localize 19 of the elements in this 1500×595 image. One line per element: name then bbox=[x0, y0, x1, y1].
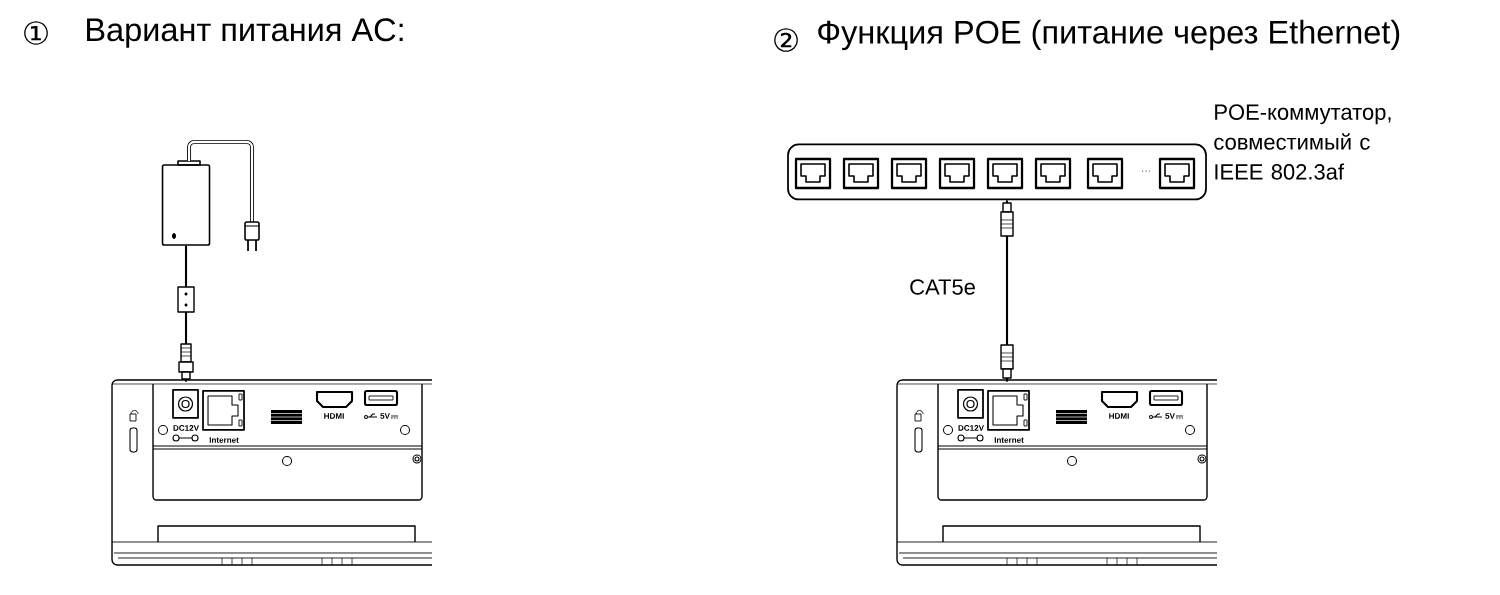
port-label: DC12V bbox=[173, 425, 199, 431]
circled-number: ② bbox=[774, 28, 798, 52]
power-adapter-drawing bbox=[161, 139, 260, 252]
display-device-drawing bbox=[111, 379, 433, 566]
port-label: HDMI bbox=[1109, 413, 1129, 419]
heading: Функция POE (питание через Ethernet) bbox=[818, 19, 1400, 51]
node-label: POE-коммутатор, совместимый с IEEE 802.3af bbox=[1214, 104, 1391, 180]
port-label: 5V bbox=[380, 413, 390, 419]
ellipsis: ... bbox=[1142, 170, 1150, 172]
port-label: Internet bbox=[209, 437, 239, 443]
heading: Вариант питания AC: bbox=[87, 18, 403, 48]
port-label: Internet bbox=[994, 437, 1024, 443]
port-label: 5V bbox=[1165, 413, 1175, 419]
port-label: HDMI bbox=[324, 413, 344, 419]
circled-number: ① bbox=[24, 21, 48, 45]
cable bbox=[1005, 200, 1009, 382]
port-label: DC12V bbox=[958, 425, 984, 431]
edge-label: CAT5e bbox=[907, 277, 978, 297]
display-device-drawing bbox=[896, 379, 1218, 566]
